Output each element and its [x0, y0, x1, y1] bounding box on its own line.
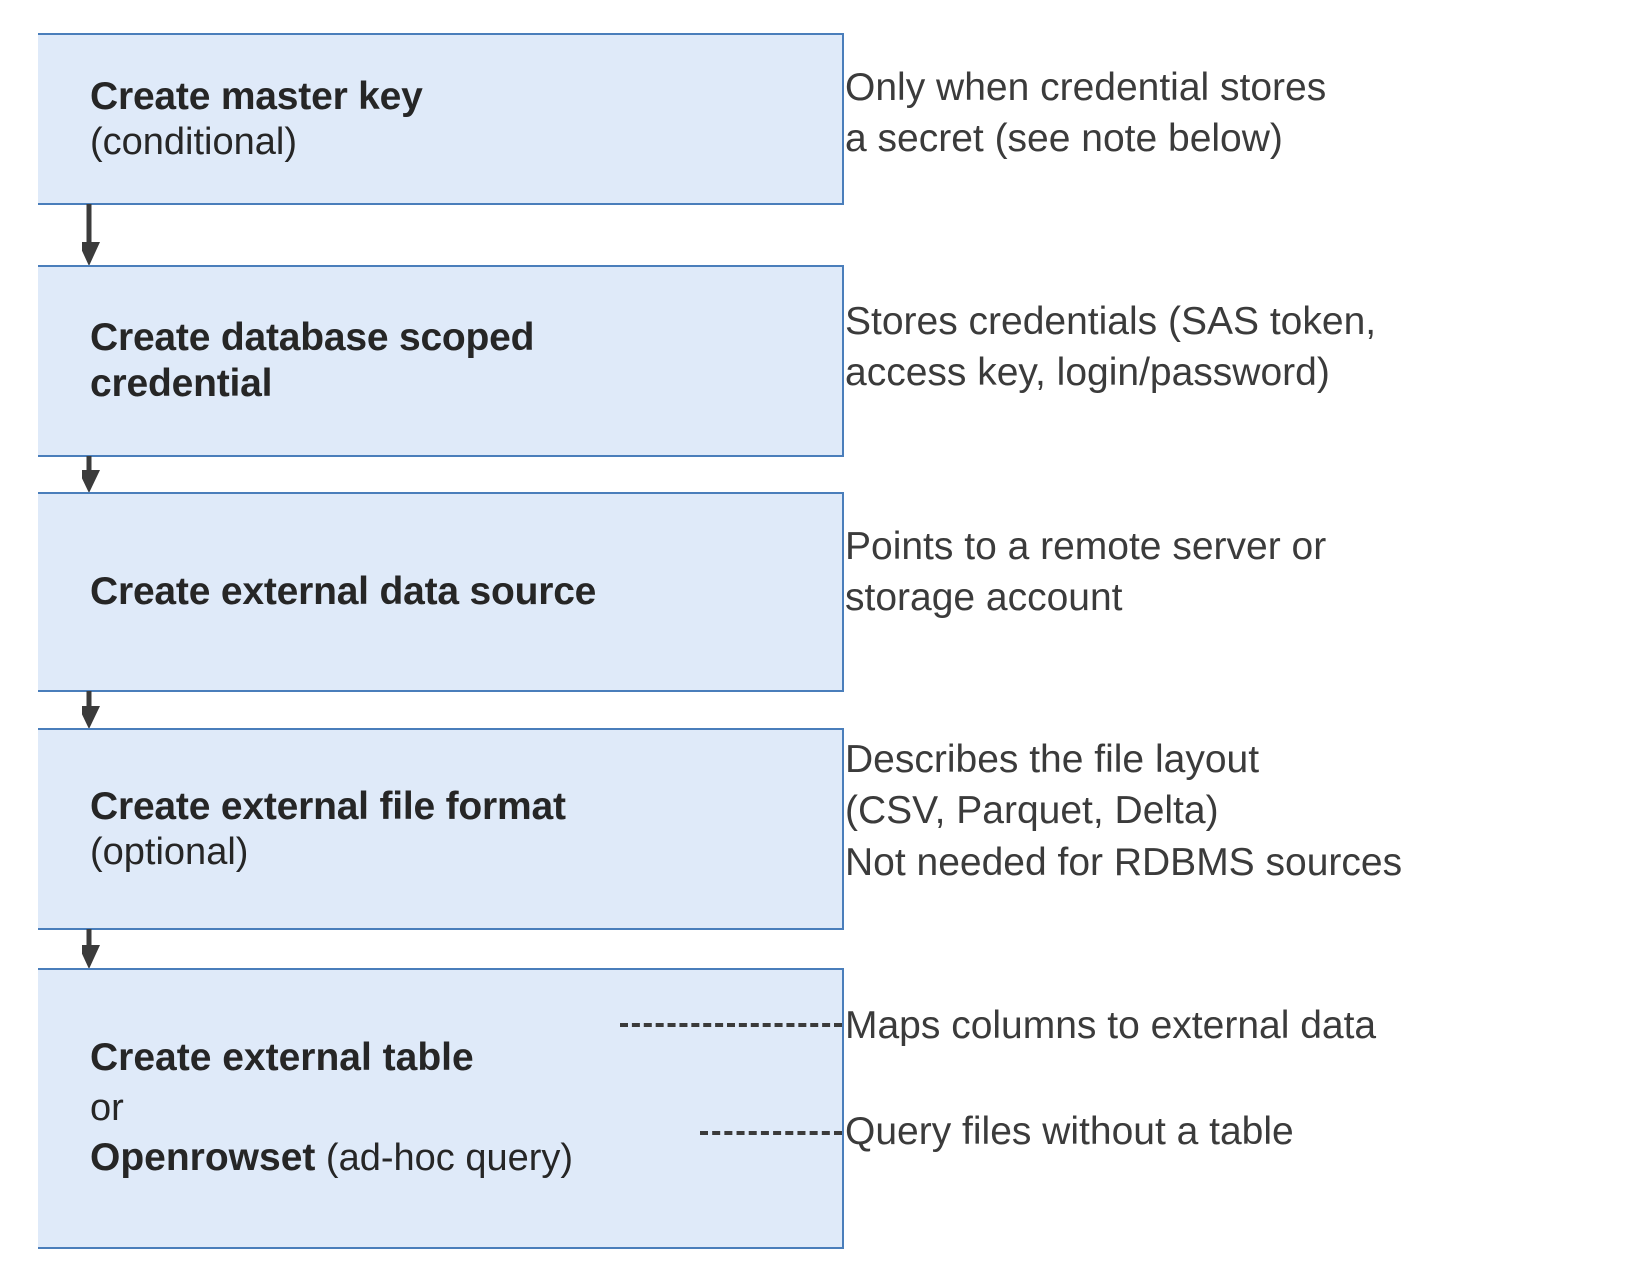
flow-arrow-2: [82, 456, 108, 494]
note-external-file-format: Describes the file layout (CSV, Parquet,…: [845, 738, 1403, 884]
step-box-master-key-content: Create master key (conditional): [38, 35, 842, 203]
step-title-external-file-format: Create external file format: [90, 784, 566, 828]
flow-arrow-1: [82, 204, 108, 267]
step-box-external-data-source-content: Create external data source: [38, 494, 842, 690]
step-title-openrowset-label: Openrowset: [90, 1136, 316, 1180]
step-subtitle-master-key: (conditional): [90, 120, 297, 163]
step-box-external-file-format-content: Create external file format (optional): [38, 730, 842, 928]
note-external-table: Maps columns to external data: [845, 1004, 1377, 1047]
dashed-connector-openrowset: [700, 1131, 842, 1139]
step-title-scoped-credential: Create database scoped credential: [90, 315, 535, 405]
step-title-external-table: Create external table: [90, 1033, 832, 1084]
step-title-external-data-source: Create external data source: [90, 569, 597, 613]
flow-arrow-4: [82, 929, 108, 970]
step-or-separator: or: [90, 1086, 124, 1129]
step-title-openrowset: Openrowset (ad-hoc query): [90, 1133, 832, 1184]
step-box-master-key[interactable]: Create master key (conditional): [38, 33, 844, 205]
step-box-external-table[interactable]: Create external table or Openrowset (ad-…: [38, 968, 844, 1249]
step-title-openrowset-qualifier: (ad-hoc query): [315, 1137, 574, 1180]
step-box-scoped-credential[interactable]: Create database scoped credential: [38, 265, 844, 457]
step-subtitle-external-file-format: (optional): [90, 830, 249, 873]
flow-arrow-3: [82, 691, 108, 730]
note-scoped-credential: Stores credentials (SAS token, access ke…: [845, 300, 1377, 395]
note-master-key: Only when credential stores a secret (se…: [845, 66, 1327, 161]
step-box-scoped-credential-content: Create database scoped credential: [38, 267, 842, 455]
dashed-connector-external-table: [620, 1023, 842, 1031]
step-box-external-data-source[interactable]: Create external data source: [38, 492, 844, 692]
step-box-external-table-content: Create external table or Openrowset (ad-…: [38, 970, 842, 1247]
note-openrowset: Query files without a table: [845, 1110, 1294, 1153]
note-external-data-source: Points to a remote server or storage acc…: [845, 525, 1327, 620]
step-title-external-table-label: Create external table: [90, 1036, 474, 1080]
step-title-master-key: Create master key: [90, 74, 423, 118]
step-box-external-file-format[interactable]: Create external file format (optional): [38, 728, 844, 930]
